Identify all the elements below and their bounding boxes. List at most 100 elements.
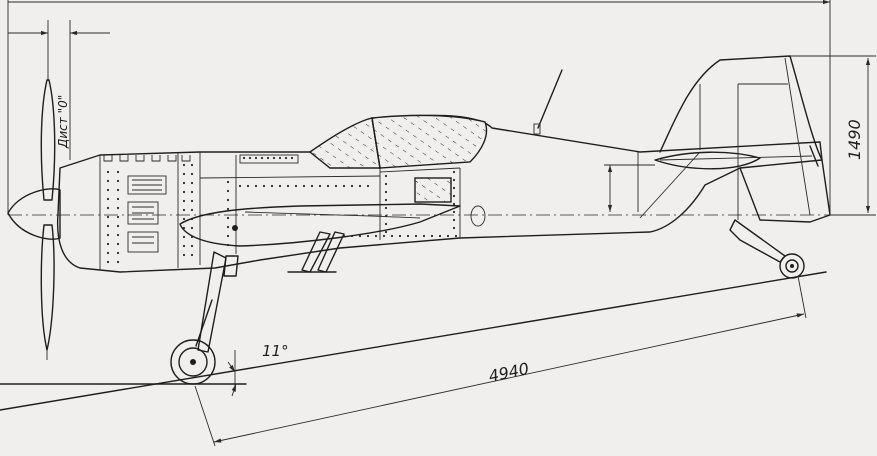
- rivet: [190, 226, 194, 230]
- rivet: [284, 156, 288, 160]
- rivet: [290, 156, 294, 160]
- rivet: [452, 170, 456, 174]
- rivet: [226, 180, 230, 184]
- rivet: [294, 184, 298, 188]
- rivet: [106, 242, 110, 246]
- rivet: [422, 234, 426, 238]
- canopy: [308, 114, 488, 169]
- rivet: [182, 199, 186, 203]
- main-landing-gear: [170, 251, 239, 385]
- rivet: [116, 224, 120, 228]
- rivet: [318, 184, 322, 188]
- rivet: [182, 190, 186, 194]
- inspection-hatch: [470, 205, 486, 227]
- rivet: [454, 234, 458, 238]
- rivet: [334, 184, 338, 188]
- propeller-offset-dimension: Дист "0": [8, 20, 110, 160]
- rivet: [226, 198, 230, 202]
- tail-wheel: [729, 219, 805, 279]
- rivet: [182, 244, 186, 248]
- rivet: [106, 179, 110, 183]
- rivet: [190, 244, 194, 248]
- rivet: [384, 174, 388, 178]
- rivet: [106, 215, 110, 219]
- rivet: [226, 225, 230, 229]
- rivet: [116, 197, 120, 201]
- rivet: [106, 224, 110, 228]
- rivet: [116, 206, 120, 210]
- antenna: [533, 69, 563, 135]
- ground-lines: [0, 271, 827, 411]
- side-window: [414, 177, 452, 203]
- rivet: [310, 184, 314, 188]
- overall-length-dimension: [7, 0, 831, 215]
- wing-section: [179, 203, 461, 247]
- rivet: [226, 189, 230, 193]
- rivet: [106, 260, 110, 264]
- rivet: [302, 184, 306, 188]
- rivet: [182, 217, 186, 221]
- rivet: [266, 156, 270, 160]
- rivet: [238, 184, 242, 188]
- rivet: [272, 156, 276, 160]
- rivet: [182, 163, 186, 167]
- rivet: [248, 156, 252, 160]
- height-label: 1490: [845, 119, 864, 160]
- rivet: [374, 234, 378, 238]
- rivet: [190, 208, 194, 212]
- rivet: [106, 206, 110, 210]
- rivet: [182, 208, 186, 212]
- rivet: [246, 184, 250, 188]
- rivet: [326, 184, 330, 188]
- rivet: [358, 234, 362, 238]
- rivet: [190, 172, 194, 176]
- rivet: [452, 194, 456, 198]
- rivet: [452, 202, 456, 206]
- rivet: [116, 215, 120, 219]
- rivet: [452, 218, 456, 222]
- rivet: [106, 188, 110, 192]
- rivet: [384, 222, 388, 226]
- rivet: [182, 172, 186, 176]
- rivet: [452, 226, 456, 230]
- rivet: [384, 206, 388, 210]
- rivet: [106, 233, 110, 237]
- rivet: [278, 184, 282, 188]
- rivet: [190, 199, 194, 203]
- wing-strut: [287, 231, 345, 273]
- rivet: [398, 234, 402, 238]
- rivet: [254, 184, 258, 188]
- rivet: [278, 156, 282, 160]
- rivet: [182, 181, 186, 185]
- rivet: [106, 197, 110, 201]
- rivet: [116, 260, 120, 264]
- rivet: [342, 184, 346, 188]
- wheelbase-label: 4940: [487, 359, 531, 386]
- propeller: [7, 79, 61, 360]
- fuselage: [56, 114, 823, 273]
- rivet: [414, 234, 418, 238]
- rivet: [190, 181, 194, 185]
- height-dimension: 1490: [790, 55, 876, 216]
- rivet: [116, 242, 120, 246]
- rivet: [190, 253, 194, 257]
- ground-angle-label: 11°: [262, 342, 289, 360]
- propeller-offset-label: Дист "0": [56, 95, 70, 149]
- rivet: [182, 235, 186, 239]
- rivet: [226, 207, 230, 211]
- ground-angle-annotation: 11°: [227, 342, 289, 397]
- rivet: [452, 210, 456, 214]
- rivet: [226, 234, 230, 238]
- rivet: [384, 190, 388, 194]
- rivet: [406, 234, 410, 238]
- rivet: [446, 234, 450, 238]
- cooling-louvres: [127, 175, 167, 253]
- rivet: [366, 234, 370, 238]
- rivet: [384, 230, 388, 234]
- rivet: [190, 163, 194, 167]
- rivet: [350, 184, 354, 188]
- rivet: [452, 178, 456, 182]
- rivet: [382, 234, 386, 238]
